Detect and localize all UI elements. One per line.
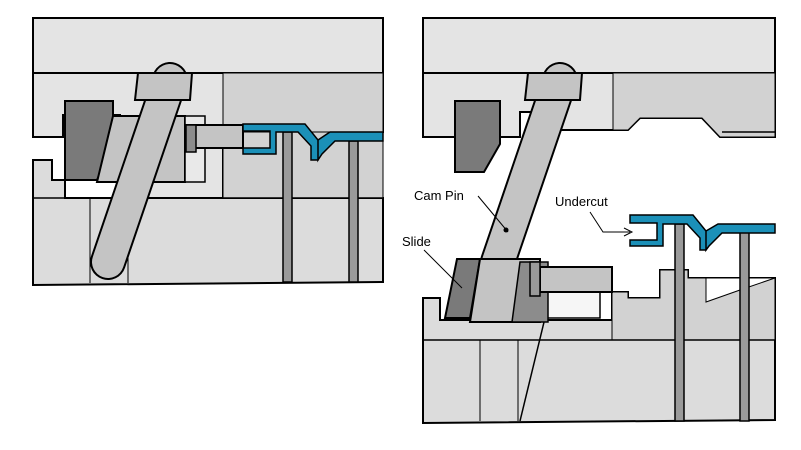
right-top-plate bbox=[422, 17, 776, 74]
right-ejector-pin-1 bbox=[674, 223, 685, 422]
label-slide: Slide bbox=[402, 234, 431, 249]
left-assembly-closed bbox=[32, 17, 384, 287]
left-ejector-pin-2 bbox=[348, 140, 359, 283]
right-upper-insert bbox=[612, 72, 776, 138]
right-slide-pocket bbox=[539, 291, 601, 319]
left-top-plate bbox=[32, 17, 384, 74]
left-upper-insert bbox=[222, 72, 384, 133]
left-molded-part bbox=[242, 123, 384, 163]
left-lower-insert bbox=[222, 131, 384, 199]
right-core-pin bbox=[539, 266, 613, 293]
right-molded-part bbox=[629, 214, 776, 253]
left-cam-pin bbox=[92, 64, 186, 278]
right-locking-heel-block bbox=[454, 100, 501, 173]
right-ejector-pin-2 bbox=[739, 231, 750, 422]
label-undercut: Undercut bbox=[555, 194, 608, 209]
left-ejector-pin-1 bbox=[282, 131, 293, 283]
label-cam-pin: Cam Pin bbox=[414, 188, 464, 203]
right-assembly-open: Cam Pin Slide Undercut bbox=[402, 17, 776, 425]
